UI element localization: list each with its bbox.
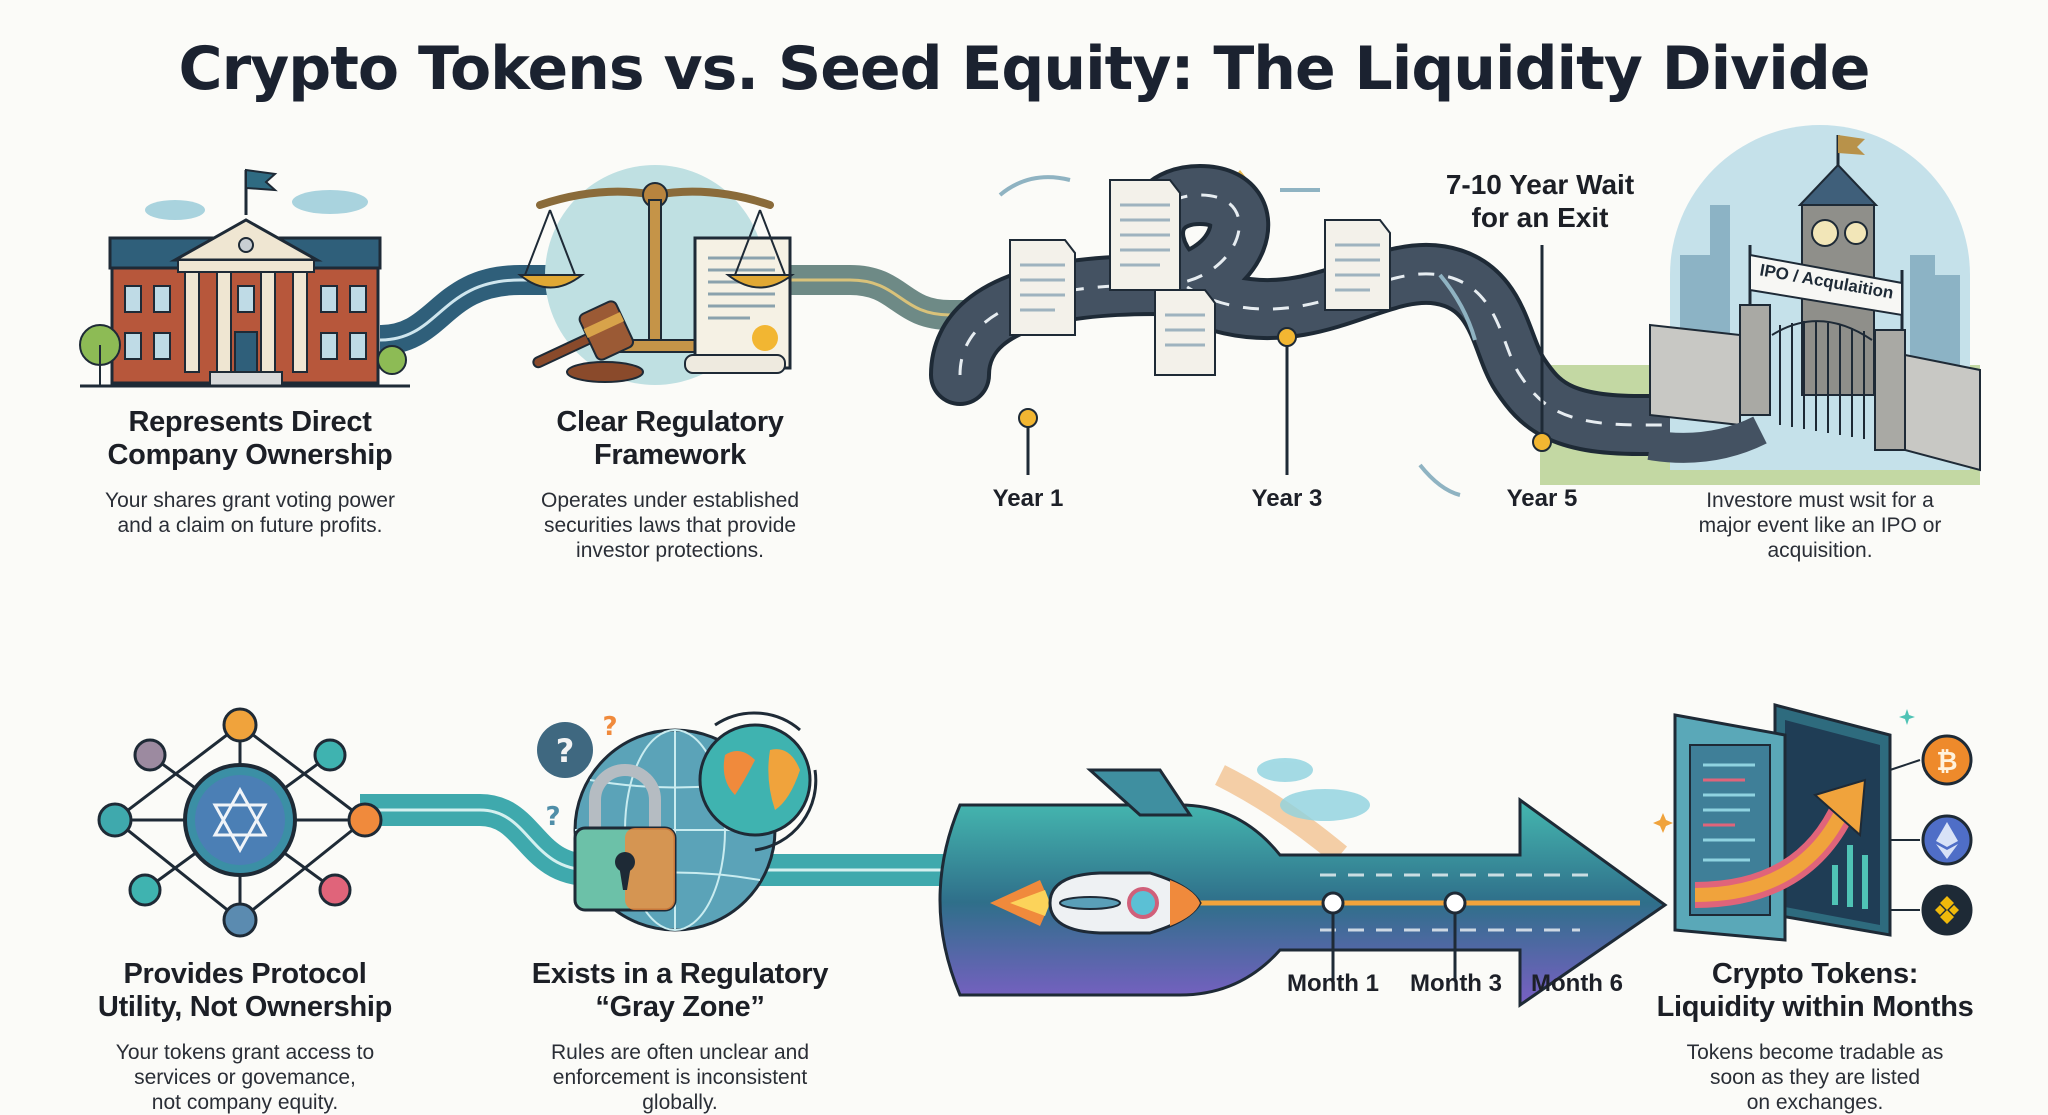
panel-heading: Represents Direct Company Ownership — [60, 406, 440, 472]
heading-line: Clear Regulatory — [556, 406, 784, 438]
callout-line: 7-10 Year Wait — [1445, 169, 1635, 200]
callout-line: for an Exit — [1471, 202, 1609, 233]
desc-line: Tokens become tradable as — [1686, 1041, 1944, 1064]
svg-text:?: ? — [545, 802, 560, 832]
desc-line: not company equity. — [151, 1091, 339, 1114]
panel-description: Tokens become tradable as soon as they a… — [1620, 1040, 2010, 1115]
panel-description: Operates under established securities la… — [480, 488, 860, 563]
heading-line: Exists in a Regulatory — [531, 958, 829, 990]
connector-road-top-icon — [379, 265, 1000, 355]
panel-description: Your shares grant voting power and a cla… — [60, 488, 440, 538]
desc-line: securities laws that provide — [543, 514, 797, 537]
desc-line: Operates under established — [541, 489, 799, 512]
heading-line: Provides Protocol — [123, 958, 367, 990]
heading-line: Crypto Tokens: — [1711, 958, 1919, 990]
page-title: Crypto Tokens vs. Seed Equity: The Liqui… — [178, 34, 1871, 104]
desc-line: Your shares grant voting power — [105, 489, 395, 512]
timeline-tick-year-3: Year 3 — [1251, 485, 1323, 512]
desc-line: acquisition. — [1767, 539, 1873, 562]
panel-heading: Exists in a Regulatory “Gray Zone” — [480, 958, 880, 1024]
desc-line: services or govemance, — [134, 1066, 356, 1089]
desc-line: and a claim on future profits. — [117, 514, 383, 537]
panel-description: Your tokens grant access to services or … — [50, 1040, 440, 1115]
heading-line: Represents Direct — [128, 406, 372, 438]
panel-heading: Clear Regulatory Framework — [480, 406, 860, 472]
exit-description: Investore must wsit for a major event li… — [1660, 488, 1980, 563]
desc-line: investor protections. — [576, 539, 764, 562]
desc-line: Investore must wsit for a — [1706, 489, 1934, 512]
panel-description: Rules are often unclear and enforcement … — [480, 1040, 880, 1115]
panel-heading: Crypto Tokens: Liquidity within Months — [1620, 958, 2010, 1024]
heading-line: Utility, Not Ownership — [97, 991, 393, 1023]
heading-line: Liquidity within Months — [1656, 991, 1974, 1023]
timeline-tick-month-3: Month 3 — [1410, 970, 1502, 997]
desc-line: enforcement is inconsistent — [552, 1066, 808, 1089]
timeline-tick-year-1: Year 1 — [992, 485, 1064, 512]
timeline-tick-year-5: Year 5 — [1506, 485, 1578, 512]
heading-line: Company Ownership — [107, 439, 393, 471]
heading-line: “Gray Zone” — [595, 991, 765, 1023]
desc-line: globally. — [642, 1091, 718, 1114]
desc-line: major event like an IPO or — [1698, 514, 1942, 537]
svg-text:?: ? — [556, 732, 575, 770]
timeline-tick-month-1: Month 1 — [1287, 970, 1379, 997]
heading-line: Framework — [593, 439, 747, 471]
binance-icon — [1921, 884, 1973, 936]
desc-line: Your tokens grant access to — [115, 1041, 375, 1064]
panel-heading: Provides Protocol Utility, Not Ownership — [50, 958, 440, 1024]
desc-line: soon as they are listed — [1709, 1066, 1921, 1089]
bitcoin-icon: ₿ — [1921, 734, 1973, 786]
svg-text:₿: ₿ — [1936, 747, 1957, 777]
desc-line: on exchanges. — [1746, 1091, 1884, 1114]
exit-wait-callout: 7-10 Year Wait for an Exit — [1420, 168, 1660, 234]
ethereum-icon — [1921, 814, 1973, 866]
desc-line: Rules are often unclear and — [551, 1041, 809, 1064]
svg-text:?: ? — [602, 712, 617, 742]
timeline-tick-month-6: Month 6 — [1531, 970, 1623, 997]
